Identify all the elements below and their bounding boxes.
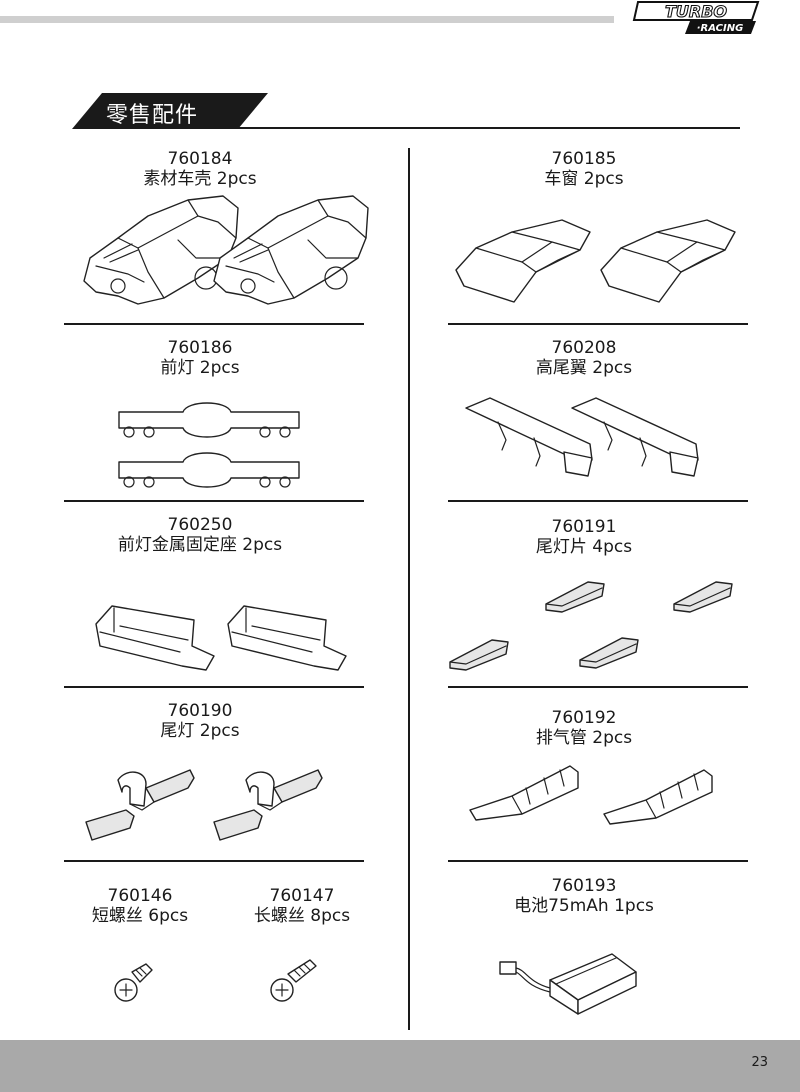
part-code: 760184 bbox=[167, 149, 233, 169]
part-code: 760146 bbox=[107, 886, 173, 906]
row-divider bbox=[64, 323, 364, 325]
part-desc: 尾灯 2pcs bbox=[160, 721, 240, 741]
part-desc: 高尾翼 2pcs bbox=[535, 358, 633, 378]
part-desc: 车窗 2pcs bbox=[544, 169, 624, 189]
headlight-metal-mount-image bbox=[90, 602, 350, 672]
part-code: 760193 bbox=[551, 876, 617, 896]
part-code: 760147 bbox=[269, 886, 335, 906]
part-code: 760186 bbox=[167, 338, 233, 358]
part-code: 760192 bbox=[551, 708, 617, 728]
part-desc: 尾灯片 4pcs bbox=[535, 537, 633, 557]
row-divider bbox=[448, 500, 748, 502]
row-divider bbox=[448, 686, 748, 688]
row-divider bbox=[64, 686, 364, 688]
row-divider bbox=[448, 860, 748, 862]
part-760147: 760147 长螺丝 8pcs bbox=[222, 886, 382, 926]
high-rear-wing-image bbox=[462, 394, 702, 486]
part-code: 760185 bbox=[551, 149, 617, 169]
section-rule bbox=[236, 127, 740, 129]
footer-band: 23 bbox=[0, 1040, 800, 1092]
part-desc: 排气管 2pcs bbox=[535, 728, 633, 748]
exhaust-pipe-image bbox=[466, 758, 726, 832]
headlight-image bbox=[115, 398, 305, 496]
part-code: 760190 bbox=[167, 701, 233, 721]
car-body-shell-image bbox=[78, 186, 388, 316]
part-code: 760191 bbox=[551, 517, 617, 537]
row-divider bbox=[64, 860, 364, 862]
section-banner: 零售配件 bbox=[72, 93, 268, 129]
column-divider bbox=[408, 148, 410, 1030]
part-desc: 前灯金属固定座 2pcs bbox=[117, 535, 283, 555]
part-desc: 短螺丝 6pcs bbox=[91, 906, 189, 926]
row-divider bbox=[448, 323, 748, 325]
svg-text:TURBO: TURBO bbox=[665, 2, 727, 21]
svg-text:·RACING: ·RACING bbox=[697, 23, 744, 34]
header-rule bbox=[0, 16, 614, 23]
part-760190: 760190 尾灯 2pcs bbox=[80, 701, 320, 741]
section-title: 零售配件 bbox=[106, 103, 199, 128]
part-760185: 760185 车窗 2pcs bbox=[464, 149, 704, 189]
car-window-image bbox=[452, 212, 752, 307]
short-screw-image bbox=[112, 962, 156, 1004]
part-code: 760208 bbox=[551, 338, 617, 358]
tail-light-image bbox=[82, 766, 342, 846]
part-desc: 素材车壳 2pcs bbox=[143, 169, 257, 189]
part-760186: 760186 前灯 2pcs bbox=[80, 338, 320, 378]
battery-image bbox=[494, 950, 644, 1020]
part-760146: 760146 短螺丝 6pcs bbox=[60, 886, 220, 926]
part-desc: 前灯 2pcs bbox=[160, 358, 240, 378]
tail-light-lens-image bbox=[448, 574, 748, 678]
part-code: 760250 bbox=[167, 515, 233, 535]
turbo-racing-logo: TURBO ·RACING bbox=[630, 0, 762, 36]
part-760193: 760193 电池75mAh 1pcs bbox=[464, 876, 704, 916]
part-760250: 760250 前灯金属固定座 2pcs bbox=[80, 515, 320, 555]
part-760191: 760191 尾灯片 4pcs bbox=[464, 517, 704, 557]
part-760184: 760184 素材车壳 2pcs bbox=[80, 149, 320, 189]
row-divider bbox=[64, 500, 364, 502]
part-desc: 长螺丝 8pcs bbox=[253, 906, 351, 926]
part-760192: 760192 排气管 2pcs bbox=[464, 708, 704, 748]
long-screw-image bbox=[268, 958, 320, 1004]
part-760208: 760208 高尾翼 2pcs bbox=[464, 338, 704, 378]
part-desc: 电池75mAh 1pcs bbox=[514, 896, 654, 916]
page-number: 23 bbox=[751, 1055, 768, 1070]
